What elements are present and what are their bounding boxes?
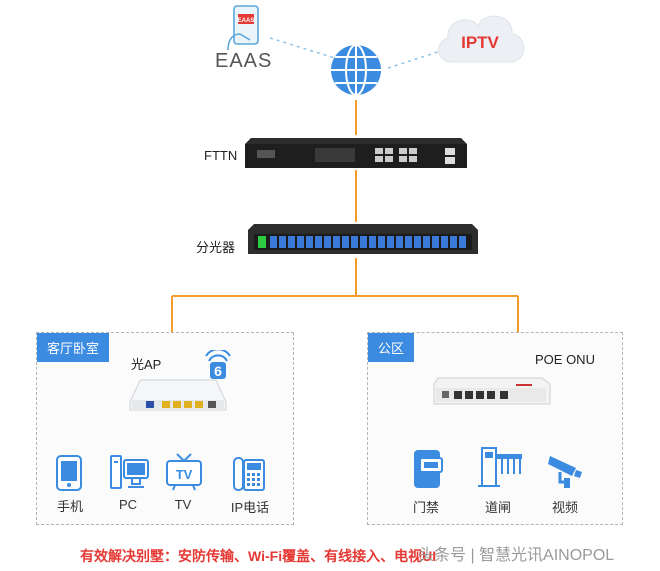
eaas-label: EAAS <box>215 50 273 72</box>
fiber-splitter-branch <box>171 258 519 380</box>
iptv-cloud: IPTV <box>438 15 525 63</box>
ap-label: 光AP <box>131 357 162 372</box>
splitter-device <box>248 224 478 254</box>
pc-icon <box>110 455 149 489</box>
poe-onu-label: POE ONU <box>535 352 595 367</box>
public-area-panel <box>367 332 623 525</box>
fttn-label: FTTN <box>204 148 238 163</box>
device-label-access: 门禁 <box>412 500 439 515</box>
wifi6-number: 6 <box>214 363 222 379</box>
device-label-pc: PC <box>118 497 138 512</box>
fttn-olt-device <box>245 138 467 168</box>
barrier-gate-icon <box>478 447 522 487</box>
dotted-link-eaas <box>269 37 336 59</box>
poe-onu-device <box>433 377 551 405</box>
device-label-ip-phone: IP电话 <box>230 500 270 515</box>
smartphone-icon: EAAS <box>227 5 259 51</box>
device-label-gate: 道闸 <box>484 500 511 515</box>
living-room-panel <box>36 332 294 525</box>
watermark: 头条号 | 智慧光讯AINOPOL <box>418 547 615 564</box>
device-label-camera: 视频 <box>551 500 578 515</box>
living-room-tag: 客厅卧室 <box>37 333 110 362</box>
tv-icon: TV <box>166 453 202 491</box>
access-control-icon <box>414 450 443 488</box>
phone-icon <box>56 455 82 491</box>
footer-caption: 有效解决别墅：安防传输、Wi-Fi覆盖、有线接入、电视UI <box>80 548 437 564</box>
globe-icon <box>331 44 381 96</box>
wifi6-badge-icon: 6 <box>205 350 231 379</box>
splitter-label: 分光器 <box>196 240 236 255</box>
tv-glyph: TV <box>176 467 193 482</box>
device-label-tv: TV <box>174 497 192 512</box>
optical-ap-device <box>129 379 227 411</box>
camera-icon <box>548 456 582 488</box>
public-area-tag: 公区 <box>368 333 415 362</box>
phone-badge-text: EAAS <box>238 18 255 24</box>
device-label-phone: 手机 <box>56 499 83 514</box>
ip-phone-icon <box>233 457 265 491</box>
iptv-label: IPTV <box>461 33 499 52</box>
